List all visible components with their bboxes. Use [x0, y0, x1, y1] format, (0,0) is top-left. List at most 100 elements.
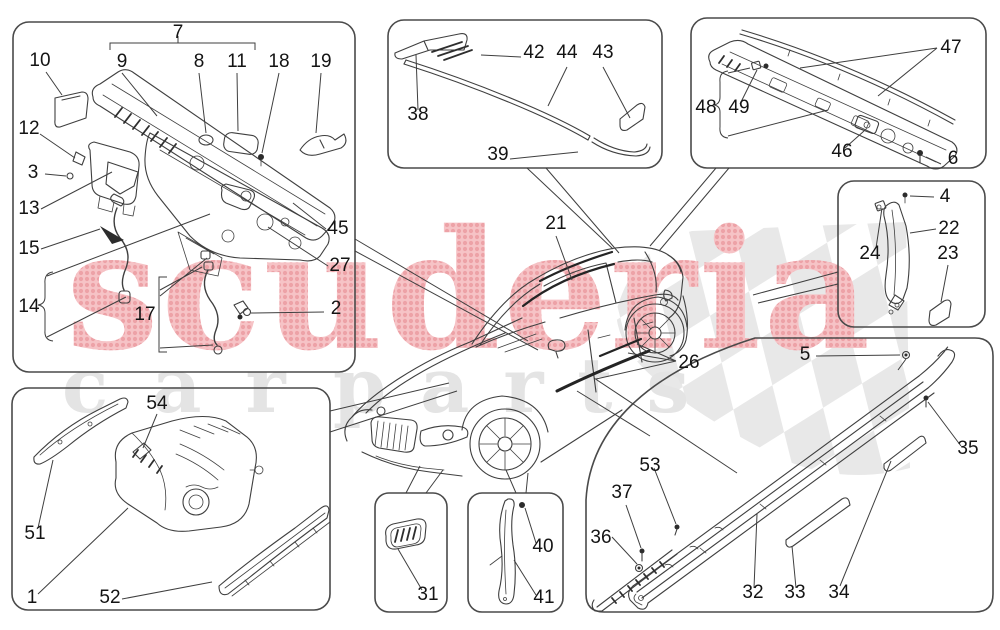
callout-31: 31	[417, 584, 438, 605]
bracket-17	[158, 276, 167, 353]
callout-27: 27	[329, 255, 350, 276]
cowl-lower-panel	[144, 132, 330, 262]
screw-37	[639, 548, 645, 562]
panel-windscreen-trims	[387, 19, 663, 169]
car-drawing	[344, 246, 689, 480]
callout-43: 43	[592, 42, 613, 63]
callout-15: 15	[18, 238, 39, 259]
screw-4	[902, 192, 908, 204]
callout-54: 54	[146, 393, 168, 414]
callout-39: 39	[487, 144, 508, 165]
cowl-end-cap	[54, 91, 89, 128]
grommet-part	[198, 134, 214, 146]
callout-4: 4	[940, 186, 951, 207]
panel-engine-cover	[11, 387, 331, 611]
callout-1: 1	[27, 587, 38, 608]
callout-21: 21	[545, 213, 566, 234]
leader-lines-box1	[37, 36, 329, 353]
leader-31	[397, 548, 423, 591]
cover-23	[928, 299, 952, 326]
fastener-5	[901, 350, 911, 360]
leader-lines-box2	[415, 54, 631, 160]
brace-14	[37, 271, 54, 342]
callout-33: 33	[784, 582, 805, 603]
callout-2: 2	[331, 298, 342, 319]
sill-cover-32	[627, 346, 956, 610]
watermark-word-parts: parts	[333, 341, 723, 430]
callout-51: 51	[24, 523, 45, 544]
callout-44: 44	[556, 42, 578, 63]
clip-54	[132, 442, 152, 460]
trim-bracket-42	[394, 33, 473, 61]
callout-24: 24	[859, 243, 881, 264]
leader-lines-box8	[611, 354, 962, 589]
clip-49	[751, 60, 769, 71]
clip-36	[634, 563, 644, 573]
watermark-word-car: car	[62, 341, 330, 430]
callout-49: 49	[728, 97, 749, 118]
callout-7: 7	[173, 22, 184, 43]
rail-51	[33, 397, 129, 465]
engine-cover	[114, 415, 264, 532]
callout-45: 45	[327, 218, 348, 239]
panel-windscreen-frame	[690, 17, 987, 170]
callout-52: 52	[99, 587, 120, 608]
callout-9: 9	[117, 51, 128, 72]
brace-48	[713, 70, 729, 139]
leader-lines-box7	[513, 507, 537, 596]
callout-11: 11	[227, 51, 247, 72]
trim-piece-43	[619, 102, 646, 131]
frame-upper-strip	[739, 29, 956, 127]
callout-10: 10	[29, 50, 50, 71]
connector-beams	[329, 167, 839, 494]
callout-35: 35	[957, 438, 978, 459]
leader-lines-box5	[37, 413, 213, 600]
callout-23: 23	[937, 243, 958, 264]
leader-lines-box3	[713, 47, 942, 165]
mount-rack-36-37	[591, 549, 678, 612]
panel-cowl-shelter	[12, 21, 356, 373]
callout-53: 53	[639, 455, 660, 476]
callout-36: 36	[590, 527, 611, 548]
roof-molding-strip	[521, 262, 616, 308]
leader-lines-box4	[875, 195, 949, 303]
callout-26: 26	[678, 352, 699, 373]
panel-side-skirt	[585, 337, 994, 613]
callout-34: 34	[828, 582, 850, 603]
strip-33	[785, 497, 851, 548]
screw-40	[519, 502, 525, 508]
callout-42: 42	[523, 42, 544, 63]
screw-53	[674, 524, 680, 536]
callout-38: 38	[407, 104, 428, 125]
screw-3	[66, 172, 74, 180]
callout-3: 3	[28, 162, 39, 183]
callout-47: 47	[940, 37, 961, 58]
drain-hose-right	[177, 231, 223, 355]
checkered-flag-watermark	[616, 222, 910, 476]
drain-hose-left	[110, 193, 131, 304]
hook-bracket	[72, 151, 86, 166]
fastener-35	[923, 395, 929, 408]
callout-22: 22	[938, 218, 959, 239]
pad-31	[385, 518, 427, 550]
callout-17: 17	[134, 304, 155, 325]
clip-46	[854, 114, 880, 135]
screw-6	[917, 150, 923, 164]
panel-pillar-trim	[837, 180, 986, 328]
callout-8: 8	[194, 51, 205, 72]
callout-32: 32	[742, 582, 763, 603]
trim-strip-44	[403, 59, 591, 141]
access-cover-part	[223, 132, 259, 155]
cowl-grille-panel	[91, 69, 336, 241]
hose-clip-part	[233, 300, 252, 320]
trim-end-39	[591, 137, 651, 157]
rail-52	[218, 505, 331, 597]
callout-40: 40	[532, 536, 553, 557]
callout-18: 18	[268, 51, 289, 72]
panel-pad	[374, 492, 448, 613]
strip-34	[883, 435, 927, 472]
pillar-trim-22	[883, 201, 910, 315]
callout-14: 14	[18, 296, 40, 317]
